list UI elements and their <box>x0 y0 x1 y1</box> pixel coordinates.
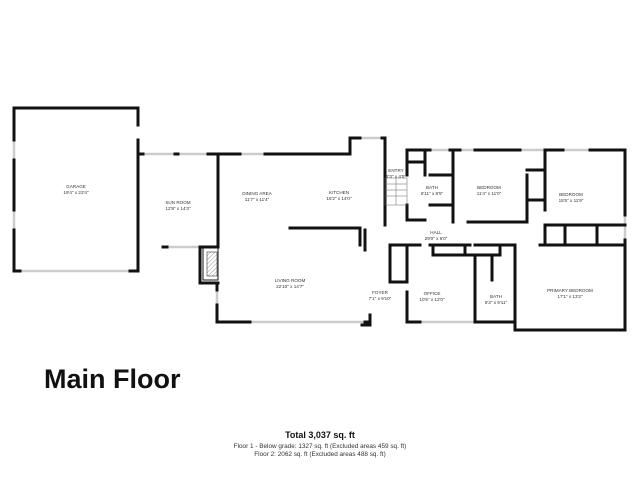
room-dimensions: 2'3" x 4'5" <box>386 174 406 179</box>
room-name: FOYER <box>372 290 389 295</box>
room-name: PRIMARY BEDROOM <box>547 288 593 293</box>
room-dimensions: 6'11" x 8'5" <box>421 191 444 196</box>
room-dimensions: 11'4" x 11'0" <box>477 191 502 196</box>
room-name: SUN ROOM <box>165 200 190 205</box>
room-name: BATH <box>490 294 502 299</box>
room-name: OFFICE <box>424 291 441 296</box>
floor-title: Main Floor <box>44 364 181 394</box>
room-name: LIVING ROOM <box>275 278 306 283</box>
room-name: BEDROOM <box>477 185 501 190</box>
total-area: Total 3,037 sq. ft <box>285 430 355 440</box>
room-name: GARAGE <box>66 184 86 189</box>
stairs <box>384 177 408 206</box>
room-name: HALL <box>430 230 442 235</box>
room-dimensions: 7'1" x 9'10" <box>369 296 392 301</box>
room-dimensions: 15'5" x 11'9" <box>559 198 584 203</box>
room-dimensions: 11'7" x 11'4" <box>245 197 270 202</box>
room-dimensions: 6'3" x 9'11" <box>485 300 508 305</box>
walls <box>12 106 627 332</box>
floor1-area: Floor 1 - Below grade: 1327 sq. ft (Excl… <box>233 443 407 450</box>
room-dimensions: 15'2" x 14'0" <box>326 196 352 201</box>
room-dimensions: 10'5" x 12'0" <box>419 297 445 302</box>
room-dimensions: 29'0" x 6'0" <box>425 236 448 241</box>
windows <box>12 136 627 324</box>
room-name: ENTRY <box>388 168 404 173</box>
room-dimensions: 19'4" x 23'4" <box>63 190 89 195</box>
room-dimensions: 12'8" x 14'3" <box>165 206 191 211</box>
room-dimensions: 17'1" x 13'2" <box>557 294 583 299</box>
room-name: BATH <box>426 185 438 190</box>
room-name: KITCHEN <box>329 190 349 195</box>
floor2-area: Floor 2: 2062 sq. ft (Excluded areas 488… <box>254 451 386 458</box>
fireplace <box>202 247 219 281</box>
room-name: BEDROOM <box>559 192 583 197</box>
room-dimensions: 22'10" x 14'7" <box>276 284 304 289</box>
room-name: DINING AREA <box>242 191 273 196</box>
